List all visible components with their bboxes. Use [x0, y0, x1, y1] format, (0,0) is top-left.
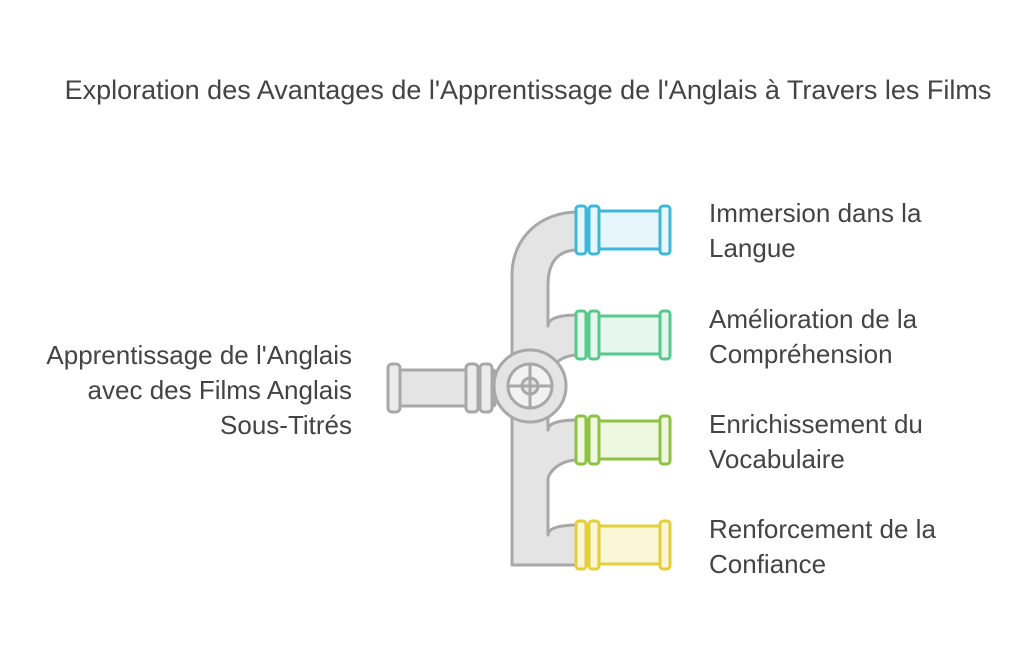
output-pipe-immersion — [574, 204, 672, 256]
output-label-immersion: Immersion dans la Langue — [709, 198, 922, 263]
output-label-confidence: Renforcement de la Confiance — [709, 514, 936, 579]
valve-wheel-icon — [492, 348, 568, 424]
input-pipe — [386, 362, 497, 414]
input-label: Apprentissage de l'Anglais avec des Film… — [46, 340, 352, 440]
output-pipe-vocabulary — [574, 414, 672, 466]
output-label-vocabulary: Enrichissement du Vocabulaire — [709, 409, 923, 474]
output-pipe-comprehension — [574, 309, 672, 361]
output-label-comprehension: Amélioration de la Compréhension — [709, 304, 918, 369]
diagram-title: Exploration des Avantages de l'Apprentis… — [64, 75, 992, 105]
output-pipe-confidence — [574, 519, 672, 571]
